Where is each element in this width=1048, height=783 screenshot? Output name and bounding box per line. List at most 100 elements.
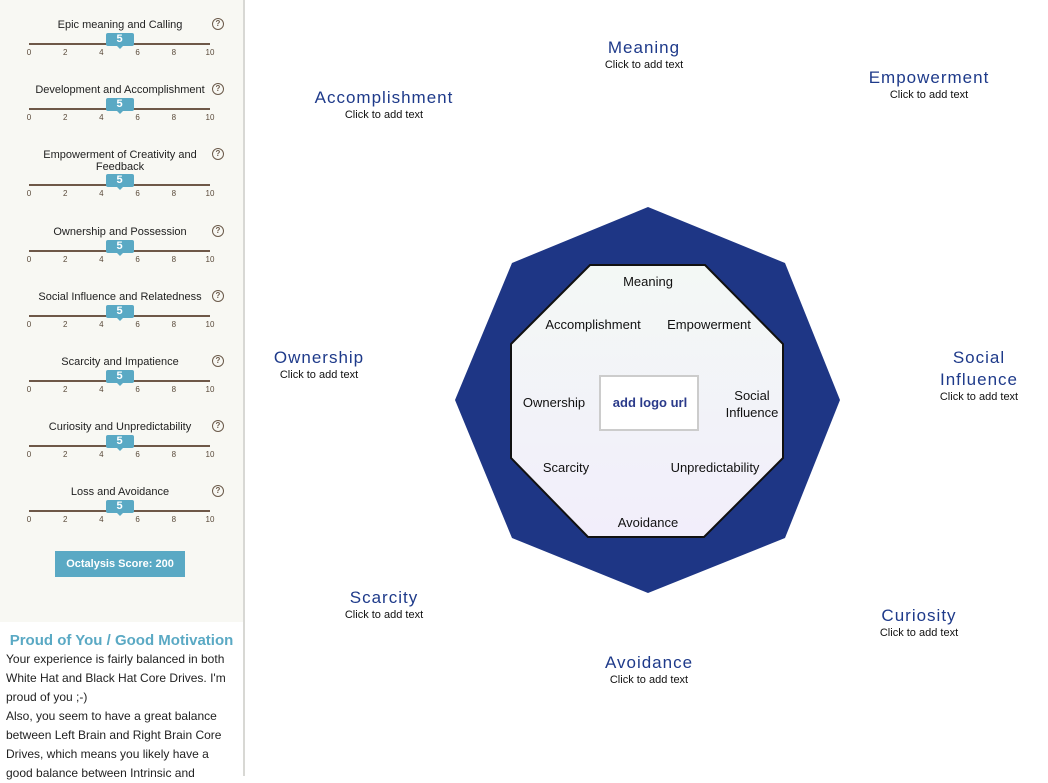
tick-label: 4 [99,515,104,524]
result-text: Your experience is fairly balanced in bo… [6,652,226,704]
tick-label: 6 [135,515,140,524]
caption-sub: Click to add text [344,109,424,121]
tick-label: 6 [135,189,140,198]
inner-label-accomplishment: Accomplishment [545,317,641,332]
inner-label-avoidance: Avoidance [618,515,678,530]
inner-label-empowerment: Empowerment [667,317,751,332]
tick-label: 10 [205,320,215,329]
tick-label: 10 [205,48,215,57]
tick-label: 8 [171,515,177,524]
help-icon[interactable]: ? [212,355,224,367]
slider-handle[interactable]: 5 [105,305,134,321]
tick-label: 10 [205,113,215,122]
tick-label: 10 [205,189,215,198]
tick-label: 2 [62,113,68,122]
caption-title: Ownership [273,348,365,367]
caption-title: Scarcity [349,588,419,607]
slider-ticks: 0 2 4 6 8 10 [26,515,215,525]
logo-box[interactable] [599,375,699,431]
caption-title: Meaning [607,38,681,57]
slider-handle[interactable]: 5 [105,435,134,451]
inner-label-unpredictability: Unpredictability [671,460,760,475]
caption-sub: Click to add text [889,89,969,101]
tick-label: 6 [135,113,140,122]
caption-title: Curiosity [881,606,957,625]
tick-label: 6 [135,255,140,264]
result-text-2: Also, you seem to have a great balance b… [6,709,222,780]
caption-sub: Click to add text [879,627,959,639]
tick-label: 10 [205,255,215,264]
tick-label: 0 [26,189,32,198]
tick-label: 2 [62,385,68,394]
slider-label: Empowerment of Creativity and Feedback [43,149,197,173]
caption-sub: Click to add text [279,369,359,381]
slider-label: Social Influence and Relatedness [38,291,202,303]
tick-label: 2 [62,255,68,264]
slider-handle[interactable]: 5 [105,240,134,256]
slider-handle[interactable]: 5 [105,33,134,49]
tick-label: 4 [99,48,104,57]
tick-label: 8 [171,255,177,264]
tick-label: 6 [135,48,140,57]
help-icon[interactable]: ? [212,18,224,30]
tick-label: 8 [171,113,177,122]
caption-sub: Click to add text [604,59,684,71]
octalysis-score-button[interactable]: Octalysis Score: 200 [55,551,185,577]
help-icon[interactable]: ? [212,420,224,432]
help-icon[interactable]: ? [212,148,224,160]
tick-label: 2 [62,450,68,459]
inner-label-influence: Influence [726,405,779,420]
inner-label-social: Social [734,388,770,403]
tick-label: 10 [205,515,215,524]
tick-label: 0 [26,48,32,57]
caption-sub: Click to add text [609,674,689,686]
help-icon[interactable]: ? [212,485,224,497]
help-icon[interactable]: ? [212,225,224,237]
tick-label: 0 [26,385,32,394]
tick-label: 4 [99,320,104,329]
octalysis-canvas: Meaning Accomplishment Empowerment Owner… [245,0,1048,776]
slider-handle[interactable]: 5 [105,500,134,516]
tick-label: 8 [171,189,177,198]
slider-handle[interactable]: 5 [105,370,134,386]
tick-label: 0 [26,450,32,459]
tick-label: 2 [62,189,68,198]
result-panel: Proud of You / Good Motivation Your expe… [0,622,243,783]
tick-label: 8 [171,320,177,329]
slider-handle[interactable]: 5 [105,174,134,190]
sidebar: Octalysis Score: 200 Epic meaning and Ca… [0,0,245,780]
caption-title: Social Influence [940,348,1018,389]
slider-label: Scarcity and Impatience [61,356,179,368]
caption-title: Empowerment [868,68,990,87]
tick-label: 8 [171,450,177,459]
slider-panel: Octalysis Score: 200 Epic meaning and Ca… [0,0,243,622]
logo-placeholder[interactable]: add logo url [613,395,687,410]
slider-label: Loss and Avoidance [70,486,170,498]
slider-handle[interactable]: 5 [105,98,134,114]
tick-label: 0 [26,515,32,524]
slider-label: Epic meaning and Calling [57,19,183,31]
caption-sub: Click to add text [344,609,424,621]
tick-label: 0 [26,320,32,329]
tick-label: 2 [62,515,68,524]
help-icon[interactable]: ? [212,83,224,95]
tick-label: 4 [99,113,104,122]
tick-label: 6 [135,320,140,329]
result-title: Proud of You / Good Motivation [9,632,234,649]
help-icon[interactable]: ? [212,290,224,302]
tick-label: 4 [99,385,104,394]
caption-title: Avoidance [604,653,694,672]
